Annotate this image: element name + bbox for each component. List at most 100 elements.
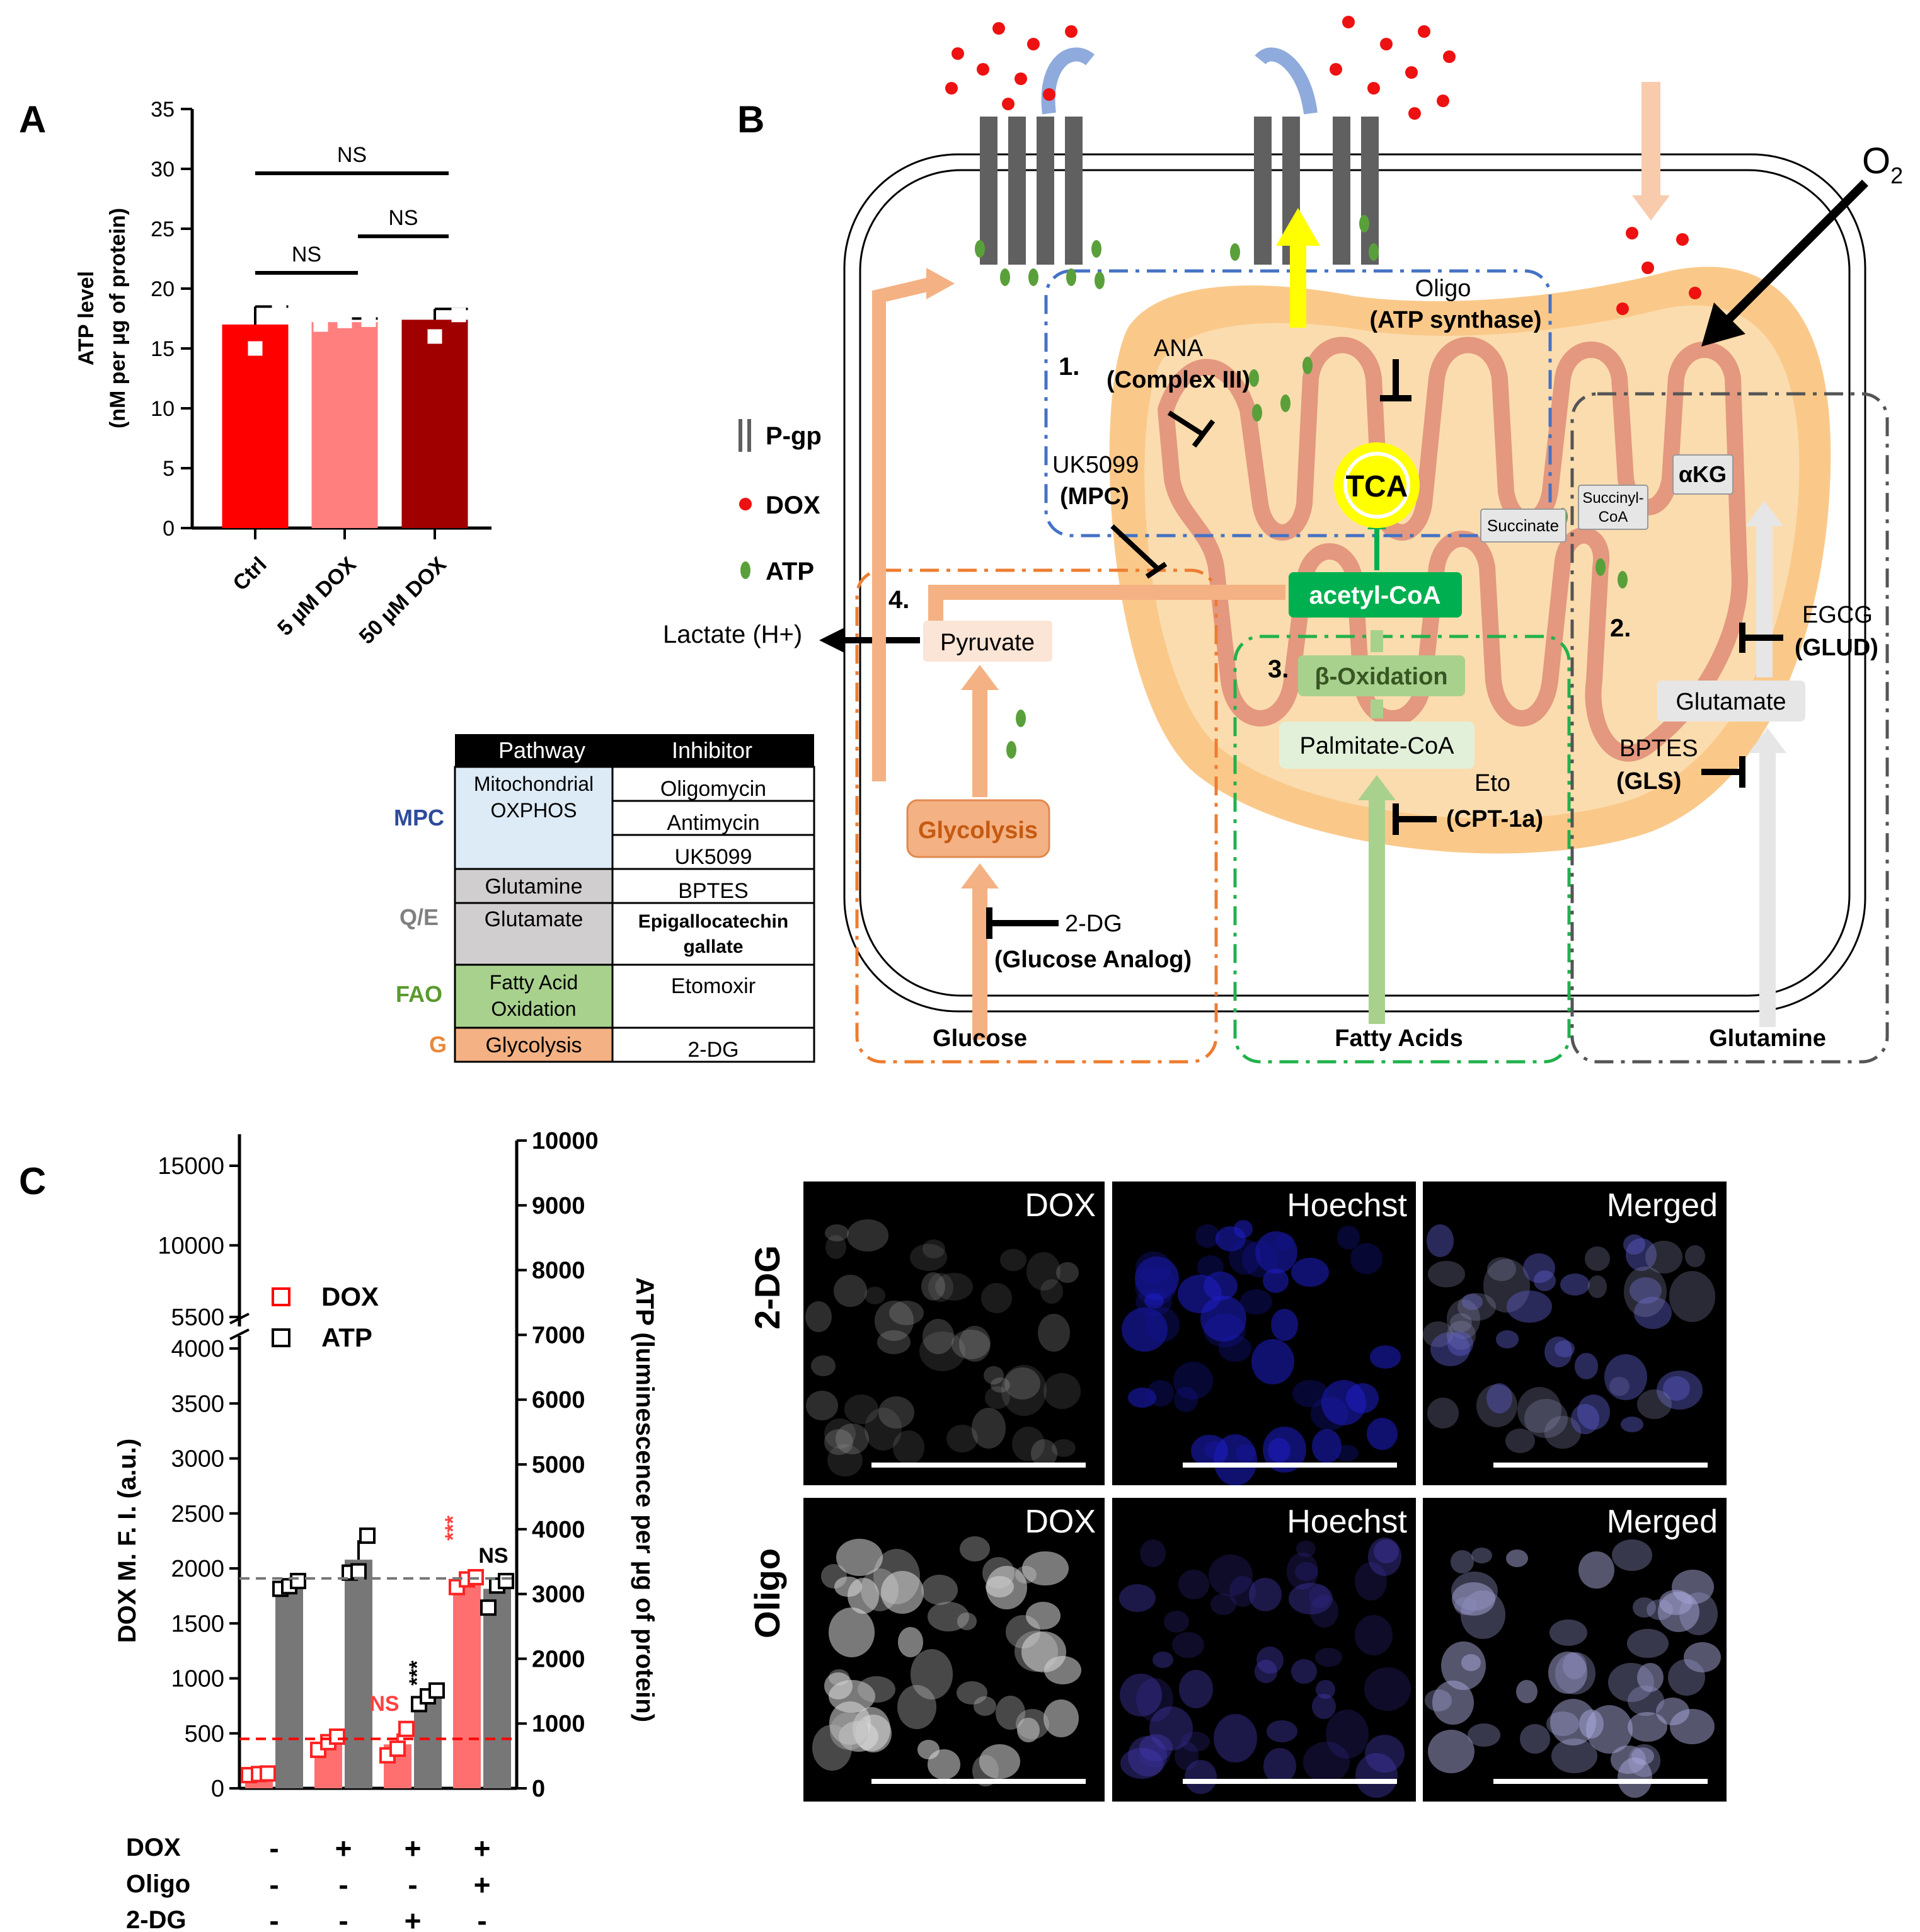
- glutamate-box: [1657, 681, 1805, 722]
- table-inhibitor-text: UK5099: [675, 845, 752, 869]
- table-pathway-text: Fatty Acid: [490, 971, 578, 994]
- legend-pgp: P-gp: [766, 422, 822, 450]
- panel-a-bars: [222, 302, 468, 528]
- table-cell-egcg: [611, 902, 815, 966]
- palmitate-box: [1279, 722, 1474, 769]
- data-point: [337, 313, 352, 328]
- atp-molecules: [740, 215, 1628, 759]
- table-pathway-text: Glutamine: [485, 875, 583, 899]
- legend-dox-swatch: [272, 1287, 290, 1306]
- table-cell-glutamine: [454, 868, 614, 904]
- legend-atp: ATP: [766, 558, 814, 585]
- tca-circle: [1334, 442, 1420, 528]
- panel-c-axes: 0500100015002000250030003500400055001000…: [158, 1128, 598, 1802]
- cpt-label: (CPT-1a): [1446, 806, 1543, 832]
- table-pathway-text: Oxidation: [491, 998, 576, 1020]
- dox-influx-arrow-head: [1632, 195, 1670, 221]
- data-point: [451, 308, 466, 323]
- panel-c-ylabel-right: ATP (luminescence per µg of protein): [631, 1277, 658, 1722]
- axis-break: [229, 1313, 250, 1325]
- table-cell-uk5099: [611, 834, 815, 870]
- beta-oxidation-label: β-Oxidation: [1314, 664, 1447, 690]
- pgp-legend-icon: [739, 419, 751, 452]
- bar-dox: [453, 1582, 481, 1788]
- y-tick-label: 5000: [532, 1452, 585, 1478]
- y-tick-label: 8000: [532, 1258, 585, 1284]
- tca-label: TCA: [1346, 470, 1408, 503]
- condition-value: +: [474, 1832, 491, 1865]
- panel-a-ylabel-line1: ATP level: [74, 271, 98, 365]
- panel-b-diagram: O2 P-gp DOX ATP: [663, 16, 1903, 1064]
- condition-value: -: [269, 1868, 279, 1901]
- data-point-atp: [498, 1573, 514, 1590]
- y-tick-label: 3000: [532, 1582, 585, 1608]
- twodg-label: 2-DG: [1065, 911, 1122, 937]
- succinylcoa-label-1: Succinyl-: [1582, 490, 1643, 507]
- pyruvate-arrow-head: [961, 665, 999, 690]
- region-number-4: 4.: [888, 586, 909, 614]
- table-group-mpc: MPC: [394, 805, 444, 831]
- condition-value: -: [408, 1868, 417, 1901]
- y-tick-label: 15: [151, 337, 175, 361]
- uk5099-inhibit-line: [1110, 524, 1161, 572]
- scale-bar: [1493, 1779, 1708, 1784]
- micrograph-title: DOX: [1025, 1187, 1096, 1224]
- x-tick-label: 50 µM DOX: [355, 553, 451, 649]
- legend-dox: DOX: [766, 492, 820, 519]
- data-point: [272, 305, 287, 320]
- bar-atp: [483, 1589, 511, 1788]
- data-point-dox: [260, 1765, 276, 1782]
- egcg-label: EGCG: [1802, 602, 1873, 628]
- y-tick-label: 10: [151, 397, 175, 421]
- condition-value: -: [338, 1904, 348, 1932]
- table-group-fao: FAO: [396, 981, 442, 1007]
- bar: [222, 325, 289, 528]
- data-point: [403, 304, 418, 319]
- o2-label: O2: [1862, 141, 1903, 188]
- data-point: [224, 302, 239, 318]
- table-header-pathway: Pathway: [498, 737, 585, 763]
- y-tick-label: 1000: [171, 1666, 224, 1693]
- data-point-atp: [290, 1573, 306, 1590]
- sig-stars-black: ***: [405, 1660, 429, 1686]
- glutamine-label: Glutamine: [1709, 1025, 1826, 1052]
- table-header-bg: [455, 734, 814, 767]
- ana-label: ANA: [1154, 335, 1204, 362]
- table-inhibitor-text: Epigallocatechin: [638, 911, 788, 932]
- legend-atp-swatch: [272, 1328, 290, 1347]
- data-point: [313, 317, 328, 332]
- y-tick-label: 10000: [532, 1128, 599, 1154]
- glucose-label: Glucose: [933, 1025, 1027, 1052]
- complex3-label: (Complex III): [1107, 367, 1250, 393]
- o2-arrow: [1717, 180, 1868, 331]
- y-tick-label: 0: [163, 517, 175, 541]
- beta-oxidation-box: [1298, 655, 1465, 696]
- table-inhibitor-text: BPTES: [678, 879, 748, 903]
- y-tick-label: 0: [211, 1776, 224, 1802]
- y-tick-label: 1000: [532, 1711, 585, 1737]
- efflux-arrow-left: [1041, 47, 1095, 115]
- condition-row-label: 2-DG: [126, 1906, 187, 1932]
- sig-ns-black: NS: [478, 1544, 508, 1568]
- table-pathway-text: OXPHOS: [491, 799, 577, 822]
- akg-box: [1672, 454, 1733, 495]
- y-tick-label: 35: [151, 98, 175, 122]
- fatty-acids-label: Fatty Acids: [1335, 1025, 1463, 1052]
- micrograph-title: DOX: [1025, 1504, 1096, 1540]
- region-number-1: 1.: [1059, 353, 1079, 381]
- atp-synthase-label: (ATP synthase): [1369, 307, 1541, 333]
- scale-bar: [871, 1779, 1086, 1784]
- panel-a-ylabel-line2: (nM per µg of protein): [106, 208, 130, 428]
- panel-label-a: A: [19, 98, 46, 141]
- succinylcoa-label-2: CoA: [1599, 509, 1628, 526]
- glutamate-to-akg-arrow-head: [1745, 501, 1783, 526]
- glycolysis-atp-arrow: [872, 277, 934, 781]
- region-number-3: 3.: [1268, 655, 1289, 683]
- y-tick-label: 20: [151, 277, 175, 301]
- panel-label-c: C: [19, 1160, 46, 1202]
- y-tick-label: 3500: [171, 1391, 224, 1417]
- condition-value: -: [269, 1904, 279, 1932]
